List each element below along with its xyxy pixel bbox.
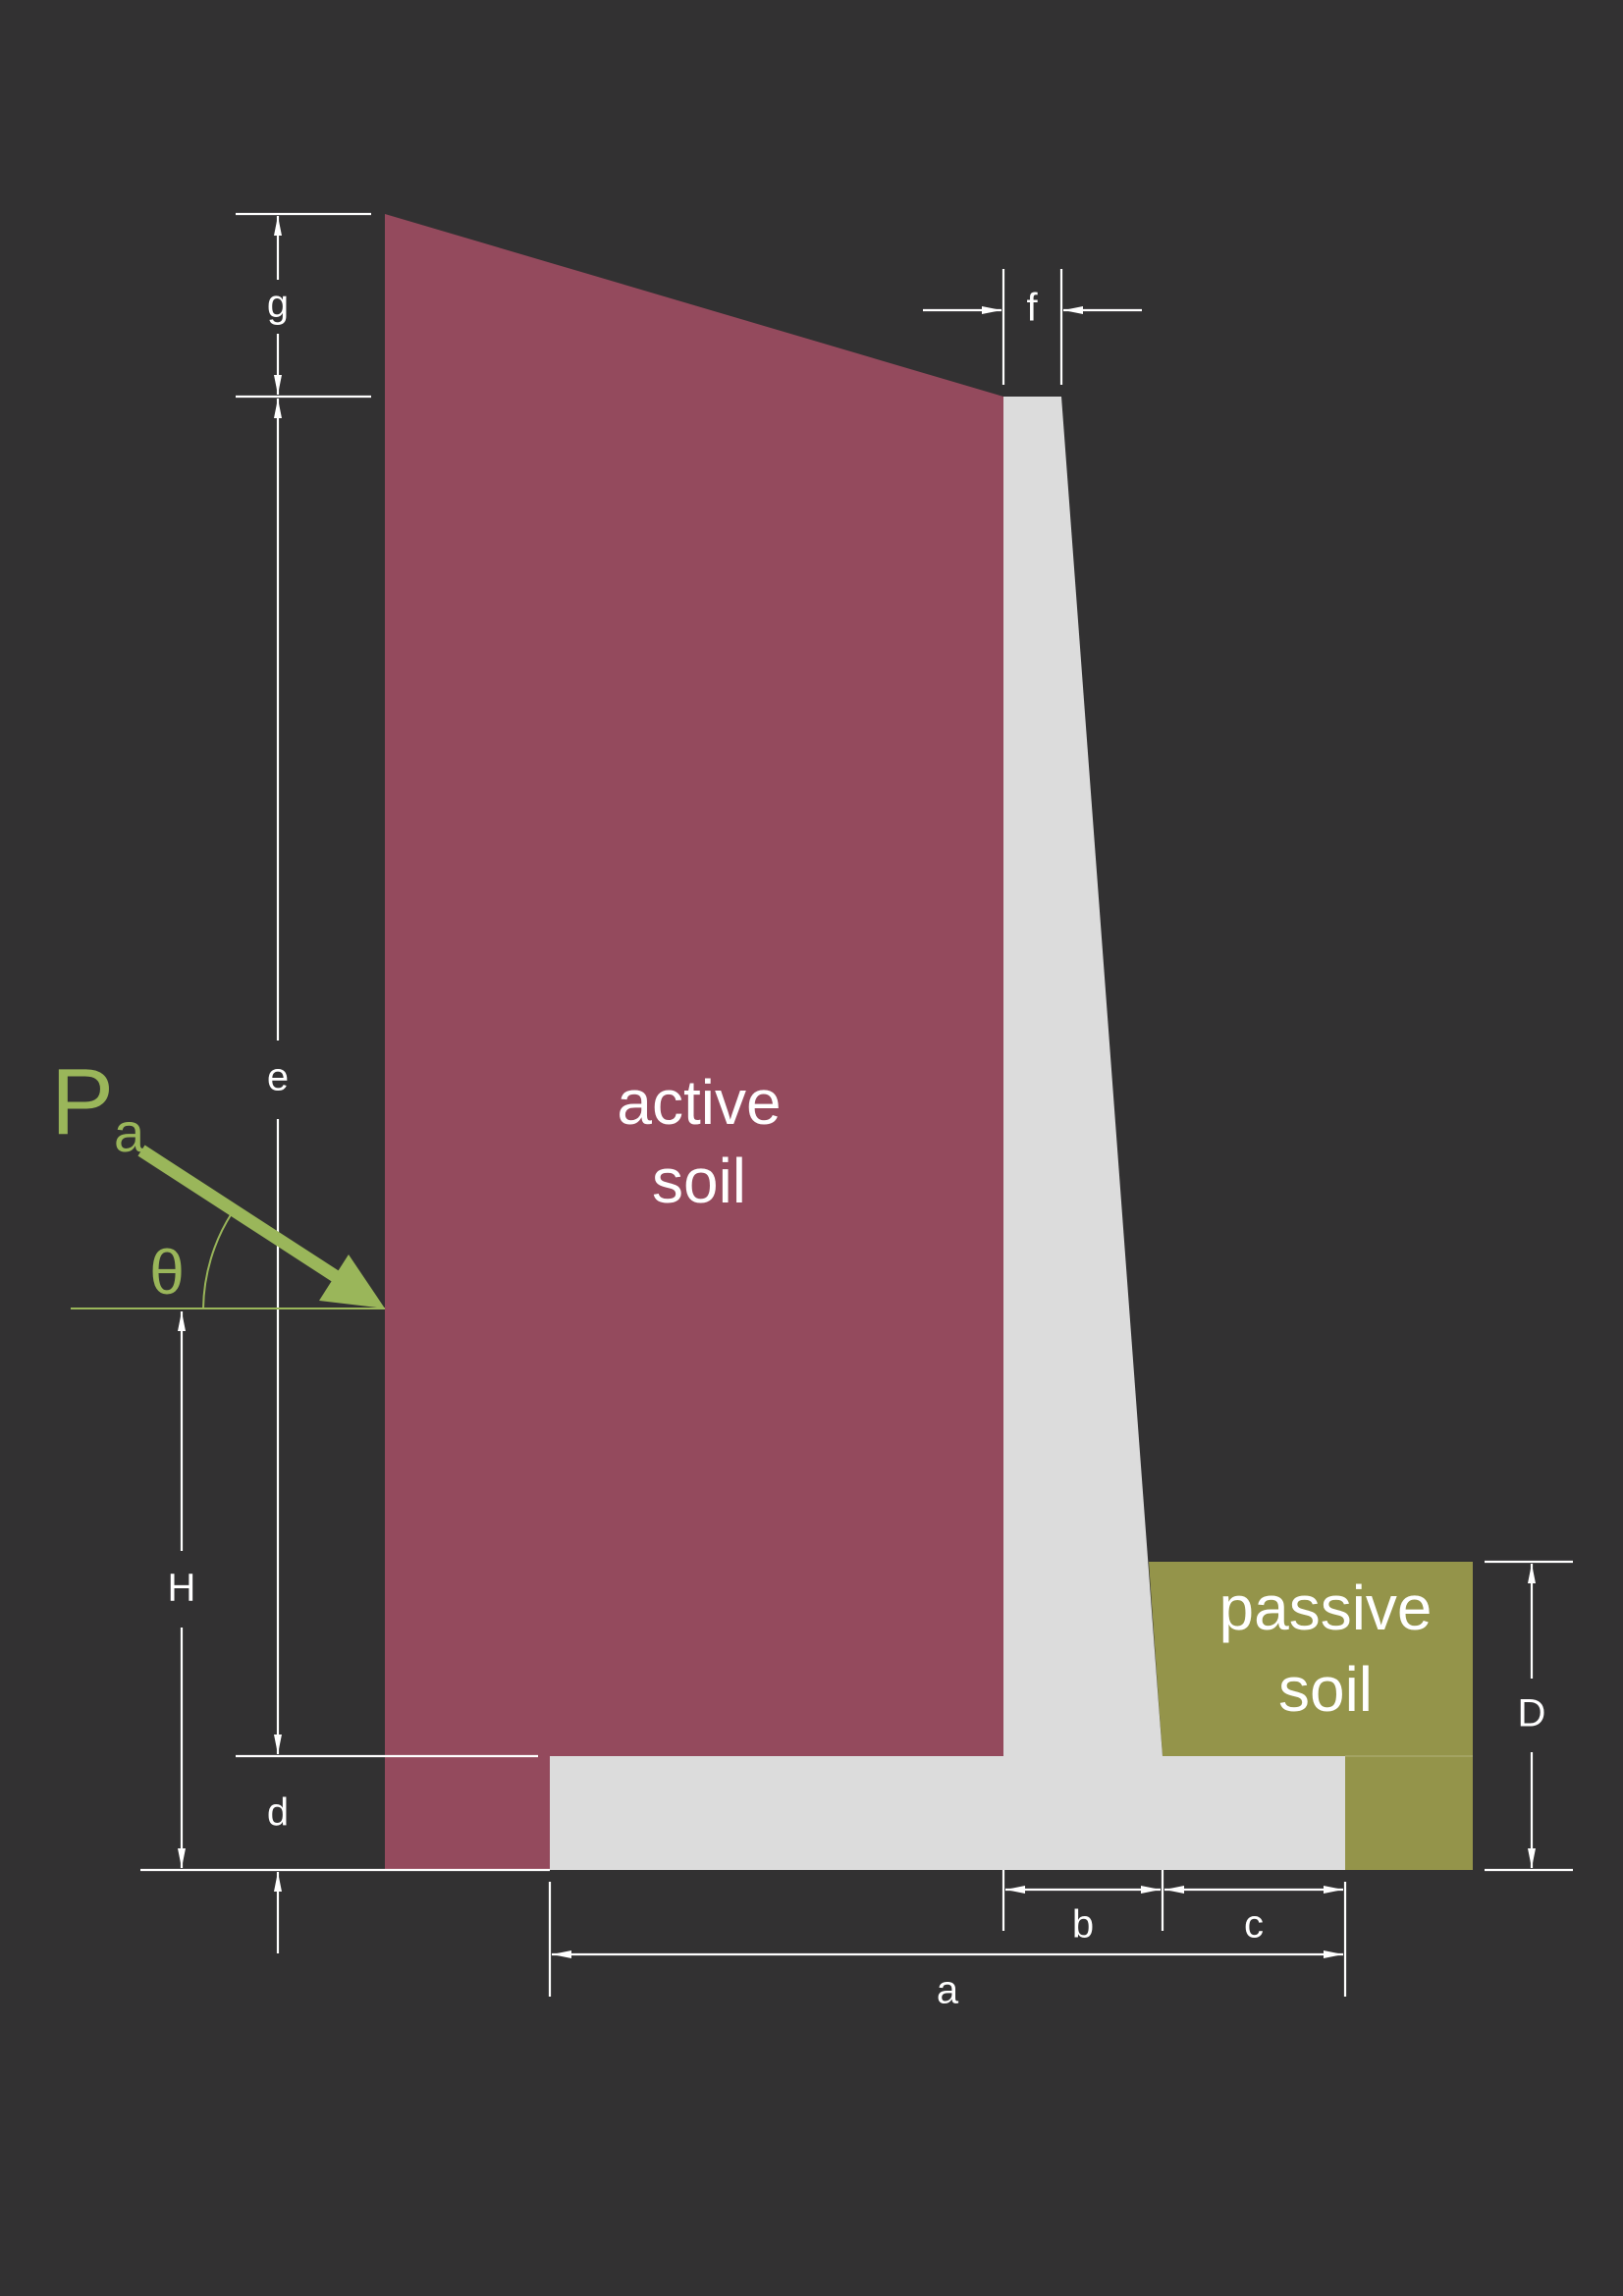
force-arrow-head (319, 1255, 385, 1308)
force-symbol: P (51, 1049, 114, 1154)
dim-e-label: e (267, 1056, 289, 1099)
dim-D-label: D (1518, 1692, 1546, 1735)
active-soil-label-line1: active (617, 1067, 781, 1138)
active-soil-region (385, 214, 1003, 1870)
dim-c-label: c (1244, 1903, 1264, 1947)
dim-d-label: d (267, 1791, 289, 1835)
angle-arc (202, 1212, 233, 1309)
dim-a-label: a (937, 1969, 959, 2012)
wall-footing (550, 1756, 1345, 1870)
dim-f-label: f (1026, 287, 1038, 330)
dim-g-label: g (267, 283, 289, 326)
force-label: Pa (51, 1049, 145, 1163)
passive-soil-label-line1: passive (1219, 1573, 1433, 1643)
active-soil-label-line2: soil (652, 1146, 746, 1216)
passive-soil-region (1149, 1562, 1473, 1870)
passive-soil-label-line2: soil (1278, 1654, 1373, 1725)
force-arrow-shaft (137, 1145, 344, 1285)
force-subscript: a (114, 1101, 145, 1163)
dim-H-label: H (168, 1567, 196, 1610)
dim-b-label: b (1072, 1903, 1094, 1947)
wall-stem (1003, 397, 1163, 1756)
theta-label: θ (149, 1237, 185, 1308)
